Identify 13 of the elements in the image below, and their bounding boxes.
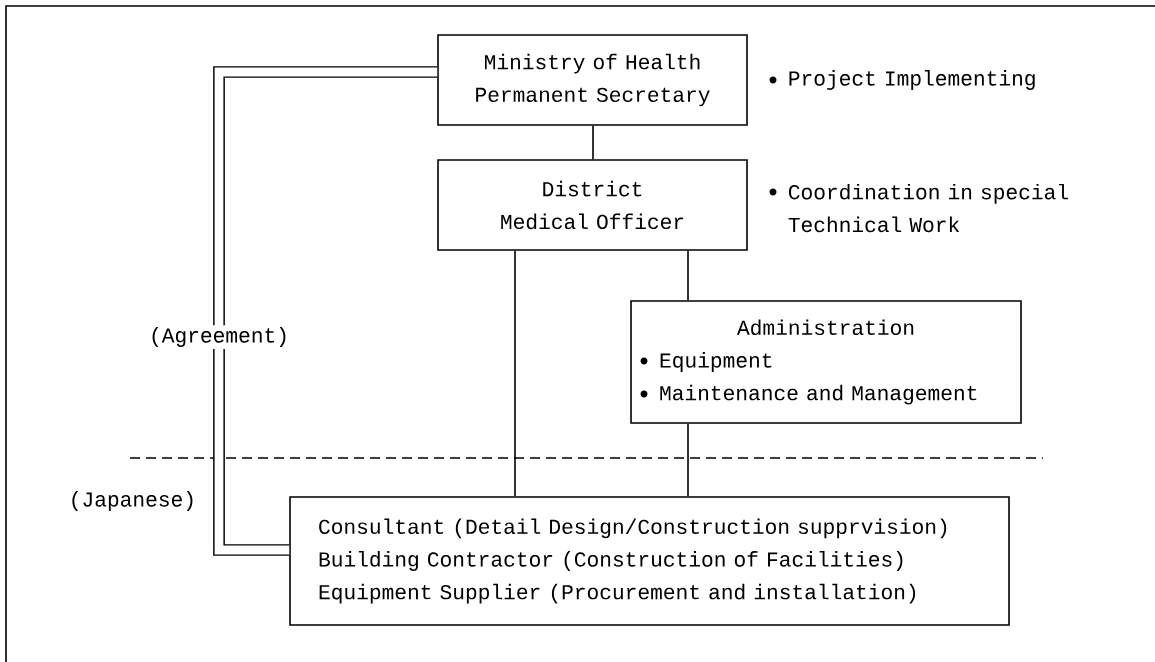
org-box: Administration Equipment Maintenance and Management xyxy=(630,300,1022,424)
connector-line xyxy=(514,250,516,497)
connector-line xyxy=(592,125,594,160)
connector-line xyxy=(687,423,689,497)
note-label: (Japanese) xyxy=(72,491,193,511)
org-box: Consultant (Detail Design/Construction supprvision) Building Contractor (Construction of Facilities) Equipment Supplier (Procurement and installation) xyxy=(289,496,1010,626)
connector-line xyxy=(687,250,689,301)
org-box: District Medical Officer xyxy=(437,159,748,251)
double-line xyxy=(213,66,438,556)
org-box: Ministry of Health Permanent Secretary xyxy=(437,34,748,126)
side-note: Coordination in special Technical Work xyxy=(788,183,1068,233)
edge-label: (Agreement) xyxy=(147,325,291,349)
side-note: Project Implementing xyxy=(789,70,1035,90)
